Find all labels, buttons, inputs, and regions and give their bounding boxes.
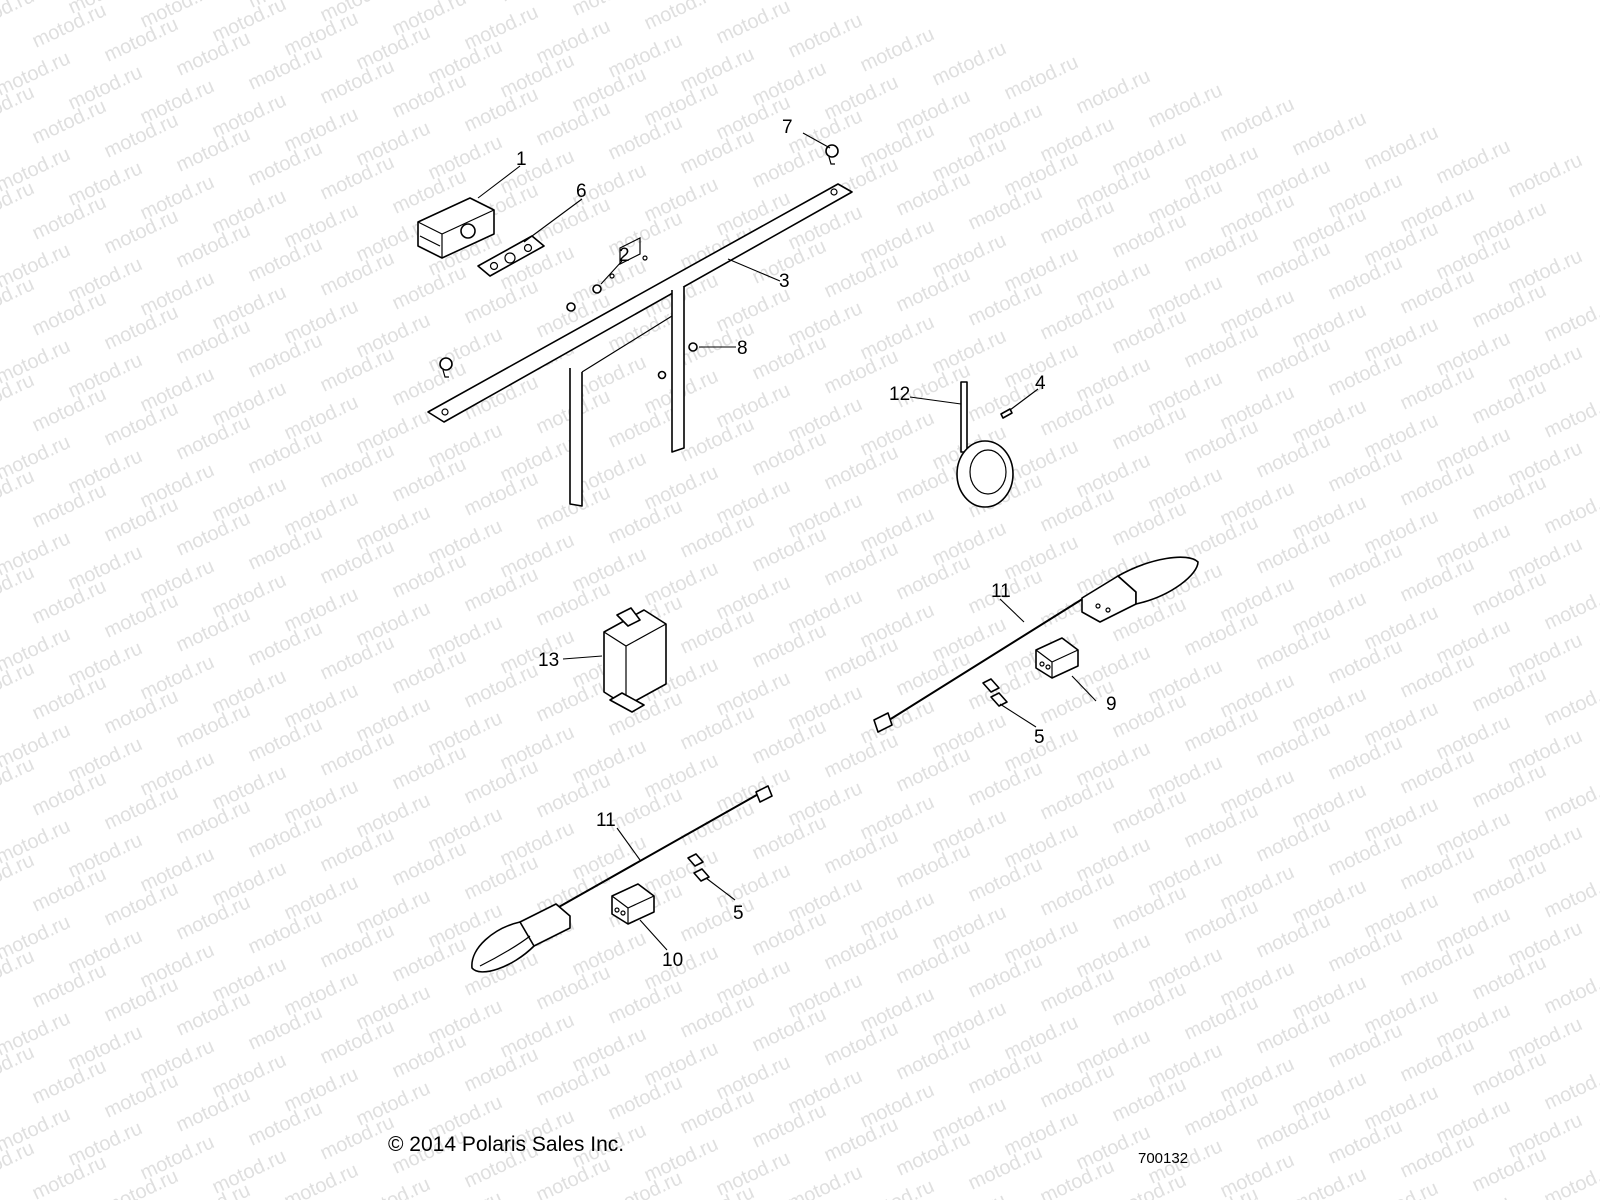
watermark-text: motod.ru bbox=[857, 1175, 938, 1200]
watermark-text: motod.ru bbox=[425, 1187, 506, 1200]
watermark-text: motod.ru bbox=[281, 1159, 362, 1200]
watermark-text: motod.ru bbox=[785, 9, 866, 62]
horn-part bbox=[956, 381, 1014, 508]
screw-parts bbox=[687, 408, 1013, 882]
watermark-text: motod.ru bbox=[1541, 773, 1600, 826]
callout-11-upper: 11 bbox=[991, 581, 1011, 602]
callout-13: 13 bbox=[538, 650, 559, 671]
watermark-text: motod.ru bbox=[1541, 293, 1600, 346]
watermark-text: motod.ru bbox=[1361, 1177, 1442, 1200]
watermark-text: motod.ru bbox=[929, 37, 1010, 90]
watermark-text: motod.ru bbox=[1289, 1163, 1370, 1200]
callout-8: 8 bbox=[737, 338, 748, 359]
watermark-text: motod.ru bbox=[641, 0, 722, 35]
watermark-text: motod.ru bbox=[1541, 1157, 1600, 1200]
mount-block-right-part bbox=[1035, 637, 1079, 679]
watermark-text: motod.ru bbox=[929, 1189, 1010, 1200]
watermark-text: motod.ru bbox=[1541, 389, 1600, 442]
watermark-text: motod.ru bbox=[1361, 121, 1442, 174]
callout-9: 9 bbox=[1106, 694, 1117, 715]
callout-6: 6 bbox=[576, 181, 587, 202]
drawing-number: 700132 bbox=[1138, 1150, 1189, 1167]
watermark-text: motod.ru bbox=[1001, 51, 1082, 104]
callout-10: 10 bbox=[662, 950, 683, 971]
callout-2: 2 bbox=[619, 245, 630, 266]
mount-block-left-part bbox=[611, 883, 655, 925]
gasket-part bbox=[477, 235, 545, 277]
watermark-text: motod.ru bbox=[1433, 135, 1514, 188]
watermark-text: motod.ru bbox=[1433, 1191, 1514, 1200]
callout-5-right: 5 bbox=[1034, 727, 1045, 748]
watermark-text: motod.ru bbox=[857, 23, 938, 76]
callout-5-left: 5 bbox=[733, 903, 744, 924]
tail-light-part bbox=[417, 197, 495, 259]
watermark-text: motod.ru bbox=[353, 1173, 434, 1200]
callout-11-lower: 11 bbox=[596, 810, 616, 831]
callout-7: 7 bbox=[782, 117, 793, 138]
watermark-text: motod.ru bbox=[1541, 869, 1600, 922]
watermark-text: motod.ru bbox=[497, 0, 578, 7]
callout-1: 1 bbox=[516, 149, 527, 170]
watermark-text: motod.ru bbox=[1541, 677, 1600, 730]
turn-signal-lower-part bbox=[471, 785, 773, 973]
bracket-part bbox=[427, 183, 853, 507]
watermark-text: motod.ru bbox=[569, 0, 650, 21]
callout-4: 4 bbox=[1035, 373, 1046, 394]
watermark-text: motod.ru bbox=[1541, 1061, 1600, 1114]
watermark-text: motod.ru bbox=[785, 1161, 866, 1200]
callout-labels: 1 6 2 3 7 8 12 4 11 9 5 13 11 5 10 bbox=[516, 117, 1117, 971]
watermark-text: motod.ru bbox=[1217, 1149, 1298, 1200]
relay-module-part bbox=[603, 607, 667, 713]
callout-3: 3 bbox=[779, 271, 790, 292]
callout-12: 12 bbox=[889, 384, 910, 405]
copyright-notice: © 2014 Polaris Sales Inc. bbox=[388, 1133, 625, 1156]
watermark-text: motod.ru bbox=[1073, 65, 1154, 118]
leader-lines bbox=[477, 132, 1097, 951]
watermark-text: motod.ru bbox=[1145, 79, 1226, 132]
watermark-text: motod.ru bbox=[1505, 149, 1586, 202]
watermark-text: motod.ru bbox=[713, 0, 794, 49]
watermark-text: motod.ru bbox=[1541, 581, 1600, 634]
watermark-text: motod.ru bbox=[0, 1185, 2, 1200]
turn-signal-upper-part bbox=[873, 556, 1199, 733]
watermark-text: motod.ru bbox=[1541, 965, 1600, 1018]
watermark-text: motod.ru bbox=[1217, 93, 1298, 146]
hardware-parts bbox=[439, 144, 839, 380]
watermark-text: motod.ru bbox=[1289, 107, 1370, 160]
watermark-text: motod.ru bbox=[1541, 485, 1600, 538]
